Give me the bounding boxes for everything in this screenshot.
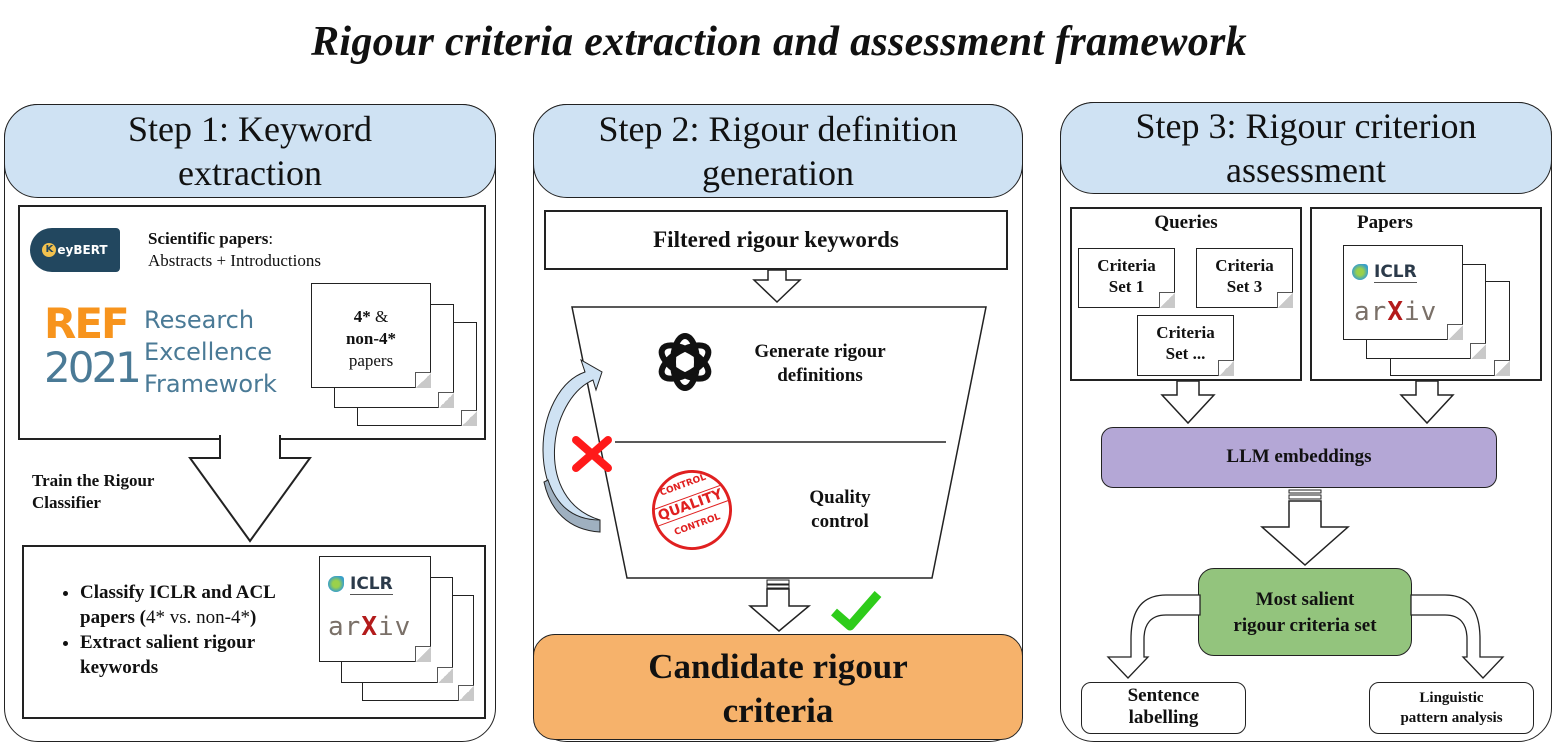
- arxiv-logo: arXiv: [328, 612, 412, 642]
- candidate-criteria-box: Candidate rigour criteria: [533, 634, 1023, 740]
- generate-definitions-label: Generate rigour definitions: [754, 341, 886, 386]
- sentence-labelling-box: Sentence labelling: [1081, 682, 1246, 734]
- diagram-title: Rigour criteria extraction and assessmen…: [311, 19, 1247, 65]
- most-salient-criteria-box: Most salient rigour criteria set: [1198, 568, 1412, 656]
- arrow-to-linguistic-analysis: [1410, 594, 1505, 679]
- openai-logo-icon: [658, 333, 712, 391]
- train-classifier-label: Train the Rigour Classifier: [32, 471, 155, 512]
- filtered-keywords-box: Filtered rigour keywords: [544, 210, 1008, 270]
- reject-x-icon: [572, 436, 612, 472]
- iclr-logo-icon: [1352, 264, 1368, 280]
- train-arrow: [188, 432, 312, 543]
- ref-logo-words: Research Excellence Framework: [144, 306, 277, 398]
- step2-header: Step 2: Rigour definition generation: [533, 104, 1023, 198]
- papers-iclr-arxiv-doc: ICLR arXiv: [1343, 245, 1463, 340]
- scientific-papers-bold: Scientific papers: [148, 229, 269, 248]
- linguistic-pattern-box: Linguistic pattern analysis: [1369, 682, 1534, 734]
- iclr-arxiv-doc: ICLR arXiv: [319, 556, 431, 662]
- step1-header-line2: extraction: [178, 153, 322, 193]
- queries-label: Queries: [1154, 212, 1218, 233]
- step1-bullets: Classify ICLR and ACL papers (4* vs. non…: [52, 580, 312, 680]
- arrow-queries-to-llm: [1160, 380, 1216, 425]
- step3-header: Step 3: Rigour criterion assessment: [1060, 102, 1552, 194]
- paper-doc-4star: 4* & non-4* papers: [311, 283, 431, 388]
- ref2021-logo: REF 2021 Research Excellence Framework: [44, 299, 294, 399]
- scientific-papers-sub: Abstracts + Introductions: [148, 251, 321, 270]
- step1-header: Step 1: Keyword extraction: [4, 104, 496, 198]
- keybert-k-icon: K: [42, 243, 57, 257]
- iclr-logo: ICLR: [328, 569, 423, 599]
- arrow-to-salient: [1260, 489, 1350, 567]
- iclr-logo: ICLR: [1352, 258, 1452, 286]
- keybert-logo: K eyBERT: [30, 228, 120, 272]
- arxiv-logo: arXiv: [1354, 297, 1438, 327]
- papers-label: Papers: [1357, 212, 1413, 233]
- arrow-papers-to-llm: [1399, 380, 1455, 425]
- bullet-classify: Classify ICLR and ACL papers (4* vs. non…: [80, 580, 312, 630]
- accept-check-icon: [831, 591, 882, 631]
- quality-control-label: Quality control: [809, 487, 871, 532]
- llm-embeddings-box: LLM embeddings: [1101, 427, 1497, 488]
- ref-logo-ref: REF: [44, 299, 130, 348]
- ref-logo-year: 2021: [44, 343, 142, 392]
- keybert-logo-text: eyBERT: [57, 243, 108, 257]
- iclr-logo-icon: [328, 576, 344, 592]
- arrow-to-funnel: [752, 269, 802, 304]
- arrow-to-sentence-labelling: [1106, 594, 1201, 679]
- arrow-to-candidate: [747, 579, 812, 632]
- scientific-papers-label: Scientific papers: Abstracts + Introduct…: [148, 229, 321, 270]
- bullet-extract: Extract salient rigour keywords: [80, 630, 312, 680]
- step1-header-line1: Step 1: Keyword: [128, 109, 372, 149]
- feedback-loop-arrow: [542, 358, 603, 533]
